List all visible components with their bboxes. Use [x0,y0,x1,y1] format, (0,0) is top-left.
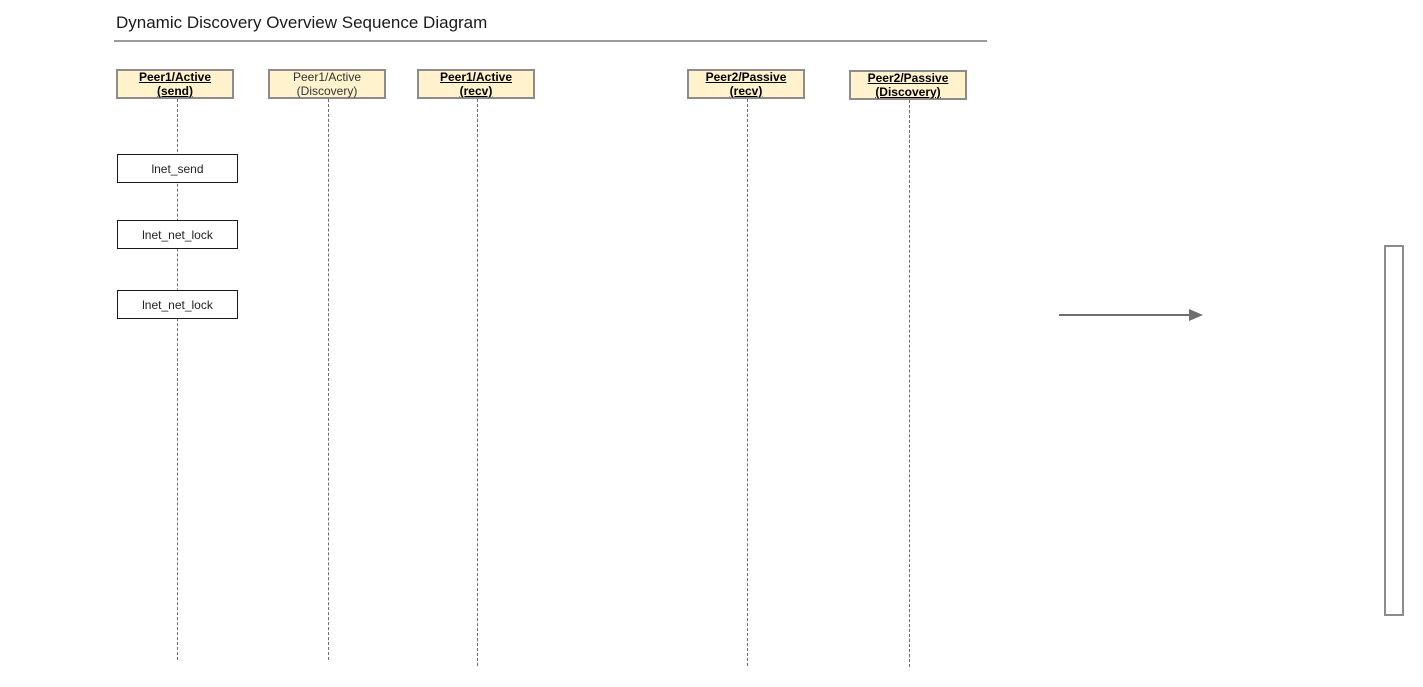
activation-lnet-net-lock[interactable]: lnet_net_lock [117,290,238,319]
message-arrow[interactable] [1055,305,1207,325]
lifeline-peer2-passive-recv [747,99,748,666]
participant-label: Peer2/Passive (Discovery) [867,71,949,99]
activation-label: lnet_net_lock [142,227,213,242]
side-panel[interactable] [1384,245,1404,616]
lifeline-peer2-passive-discovery [909,100,910,667]
lifeline-peer1-active-discovery [328,99,329,660]
participant-peer1-active-send[interactable]: Peer1/Active (send) [116,69,234,99]
page-title: Dynamic Discovery Overview Sequence Diag… [116,13,488,32]
participant-label: Peer1/Active (send) [138,70,212,98]
participant-label: Peer1/Active (recv) [439,70,513,98]
participant-label: Peer2/Passive (recv) [705,70,787,98]
participant-peer2-passive-recv[interactable]: Peer2/Passive (recv) [687,69,805,99]
activation-label: lnet_net_lock [142,297,213,312]
participant-peer1-active-recv[interactable]: Peer1/Active (recv) [417,69,535,99]
title-divider [114,40,987,42]
participant-label: Peer1/Active (Discovery) [292,70,362,98]
activation-lnet-send[interactable]: lnet_send [117,154,238,183]
lifeline-peer1-active-send [177,99,178,660]
participant-peer2-passive-discovery[interactable]: Peer2/Passive (Discovery) [849,70,967,100]
lifeline-peer1-active-recv [477,99,478,666]
activation-label: lnet_send [151,161,204,176]
activation-lnet-net-lock[interactable]: lnet_net_lock [117,220,238,249]
participant-peer1-active-discovery[interactable]: Peer1/Active (Discovery) [268,69,386,99]
arrow-head-icon [1189,309,1203,321]
